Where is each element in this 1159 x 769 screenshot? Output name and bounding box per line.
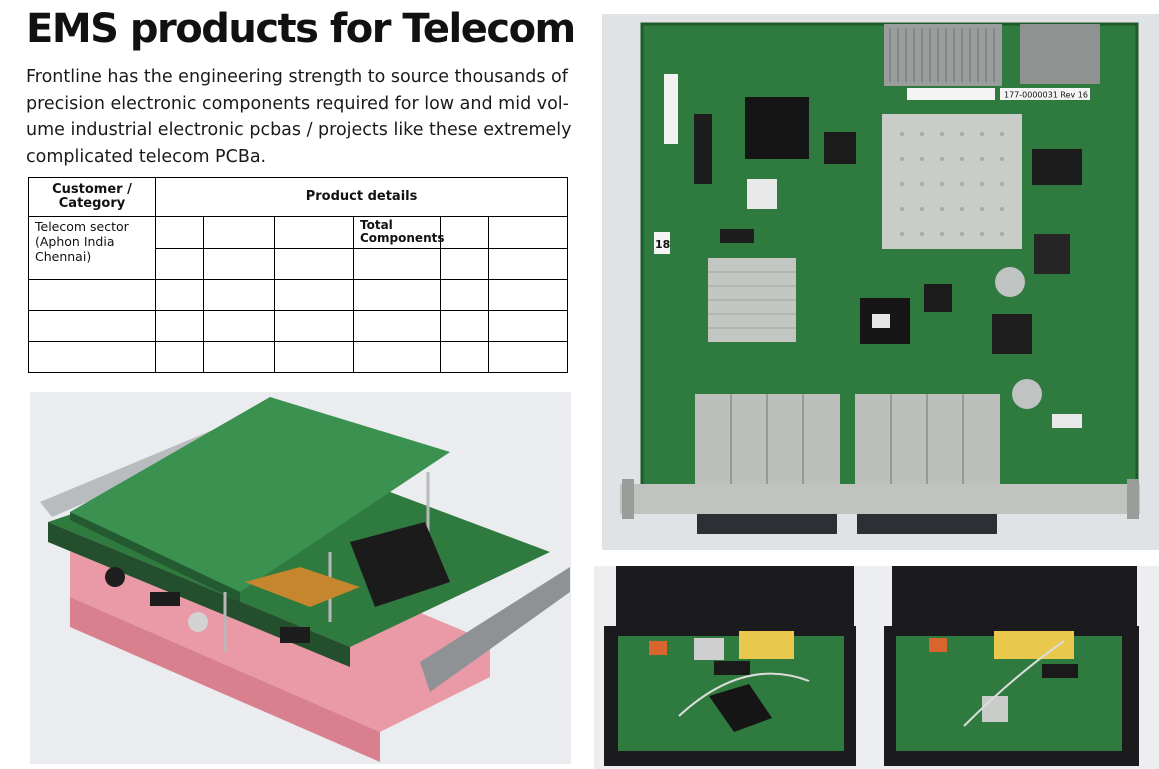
header-customer-category: Customer / Category — [28, 177, 156, 217]
product-details-table: Customer / Category Product details Tele… — [28, 177, 569, 373]
table-cell — [440, 248, 489, 280]
table-cell — [487, 248, 569, 280]
cell-total-components: Total Components — [353, 216, 445, 249]
table-cell — [353, 248, 441, 280]
table-cell — [155, 248, 204, 280]
table-cell — [353, 341, 441, 373]
photo-stacked-board-assembly — [30, 392, 571, 764]
page-title: EMS products for Telecom — [26, 6, 576, 52]
table-cell — [440, 341, 489, 373]
table-cell — [203, 310, 275, 342]
table-cell — [353, 279, 441, 311]
table-cell — [353, 310, 441, 342]
table-cell — [274, 341, 354, 373]
table-cell — [274, 310, 354, 342]
table-cell — [487, 341, 569, 373]
table-cell — [487, 216, 569, 249]
table-cell — [203, 341, 275, 373]
table-cell — [203, 279, 275, 311]
board-part-number-label: 177-0000031 Rev 16 — [1004, 91, 1088, 100]
table-cell — [155, 216, 204, 249]
table-cell — [487, 279, 569, 311]
table-cell — [487, 310, 569, 342]
table-cell — [440, 216, 489, 249]
board-slot-number-label: 18 — [655, 238, 670, 251]
table-cell — [28, 310, 156, 342]
intro-paragraph: Frontline has the engineering strength t… — [26, 67, 572, 167]
table-cell — [440, 279, 489, 311]
table-cell — [274, 216, 354, 249]
table-cell — [203, 216, 275, 249]
table-cell — [155, 341, 204, 373]
table-cell — [440, 310, 489, 342]
table-cell — [203, 248, 275, 280]
cell-customer-telecom: Telecom sector (Aphon India Chennai) — [28, 216, 156, 280]
table-cell — [28, 341, 156, 373]
table-cell — [274, 279, 354, 311]
table-cell — [274, 248, 354, 280]
table-cell — [28, 279, 156, 311]
header-product-details: Product details — [154, 177, 569, 217]
photo-router-enclosures — [594, 566, 1159, 769]
photo-telecom-line-card: 177-0000031 Rev 16 18 — [602, 14, 1159, 550]
table-cell — [155, 279, 204, 311]
table-cell — [155, 310, 204, 342]
